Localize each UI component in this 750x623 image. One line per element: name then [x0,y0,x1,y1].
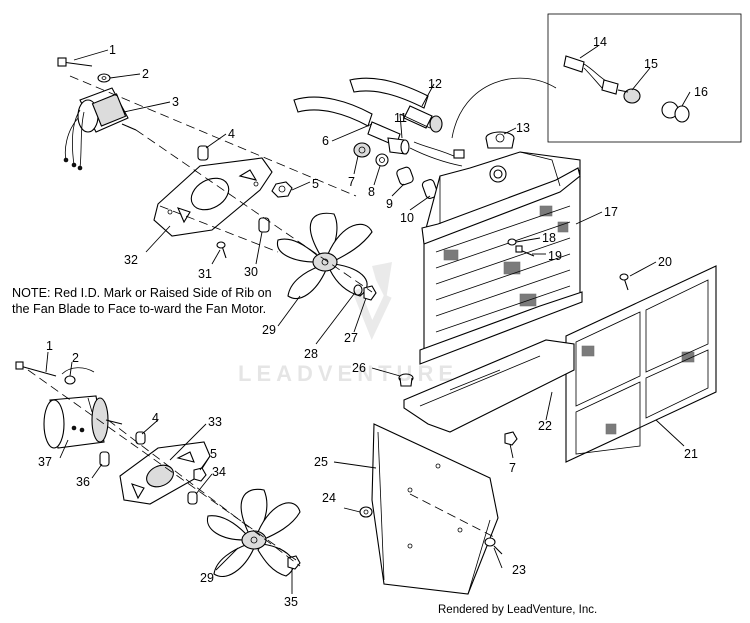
mount-plate-part-32 [153,157,273,237]
leader-lines [45,45,691,594]
callout-5: 5 [312,177,319,191]
spacer-part-4-lower [135,431,146,445]
callout-labels: 1 2 3 4 5 6 7 8 9 10 11 12 13 14 15 16 1… [38,35,708,609]
callout-5-lower: 5 [210,447,217,461]
callout-24: 24 [322,491,336,505]
clip-part-18 [507,238,517,246]
callout-26: 26 [352,361,366,375]
callout-7-lower: 7 [509,461,516,475]
nut-part-7-lower [504,431,518,446]
callout-29-upper: 29 [262,323,276,337]
callout-25: 25 [314,455,328,469]
spacer-part-4-upper [197,145,209,161]
note-text: NOTE: Red I.D. Mark or Raised Side of Ri… [12,286,272,316]
callout-31: 31 [198,267,212,281]
grommet-part-26 [398,373,414,387]
callout-36: 36 [76,475,90,489]
callout-34: 34 [212,465,226,479]
screw-part-20 [619,273,629,291]
watermark-text: LEADVENTURE [238,361,459,386]
hose-part-11 [293,77,429,127]
screw-part-23 [484,537,503,555]
bolt-part-1-lower [15,361,57,377]
credit-text: Rendered by LeadVenture, Inc. [438,604,598,616]
clip-part-19 [515,245,535,257]
spacer-part-36 [99,451,110,467]
fitting-part-12 [403,105,443,133]
callout-1: 1 [109,43,116,57]
callout-18: 18 [542,231,556,245]
fitting-part-11b [387,137,410,155]
callout-32: 32 [124,253,138,267]
spacer-part-34 [187,491,198,505]
sensor-part-15 [601,79,641,104]
callout-6: 6 [322,134,329,148]
sleeve-part-16 [661,101,690,123]
nut-part-5-upper [271,181,293,198]
fan-motor-part-37 [43,395,123,449]
callout-4-lower: 4 [152,411,159,425]
callout-17: 17 [604,205,618,219]
screen-part-21 [565,265,717,463]
fitting-part-9 [396,166,414,186]
callout-14: 14 [593,35,607,49]
callout-2-lower: 2 [72,351,79,365]
washer-part-28 [353,284,363,296]
callout-11: 11 [394,111,407,125]
grommet-part-24 [359,506,373,518]
callout-35: 35 [284,595,298,609]
screw-part-31 [216,241,227,259]
watermark-emblem [352,262,392,341]
callout-4: 4 [228,127,235,141]
washer-part-2-lower [61,367,95,385]
callout-1-lower: 1 [46,339,53,353]
callout-10: 10 [400,211,414,225]
nut-part-27 [363,285,377,301]
callout-15: 15 [644,57,658,71]
callout-30: 30 [244,265,258,279]
callout-12: 12 [428,77,442,91]
sensor-wires [409,77,557,167]
connector-part-14 [563,55,609,91]
callout-19: 19 [548,249,562,263]
callout-2: 2 [142,67,149,81]
callout-8: 8 [368,185,375,199]
washer-part-2-upper [97,73,111,83]
callout-20: 20 [658,255,672,269]
bolt-part-1-upper [57,57,93,67]
callout-33: 33 [208,415,222,429]
callout-28: 28 [304,347,318,361]
fan-motor-part-3-upper [63,87,137,171]
cap-part-13 [485,131,515,149]
callout-29-lower: 29 [200,571,214,585]
callout-13: 13 [516,121,530,135]
shroud-part-25 [371,423,499,595]
callout-23: 23 [512,563,526,577]
callout-37: 37 [38,455,52,469]
callout-21: 21 [684,447,698,461]
fitting-part-8 [375,153,389,167]
callout-3: 3 [172,95,179,109]
mount-plate-part-33 [119,441,211,505]
fan-blade-part-29-lower [206,488,301,577]
radiator-part-17 [419,151,583,365]
fitting-part-7 [353,142,371,158]
fitting-part-10 [421,179,439,199]
callout-7: 7 [348,175,355,189]
inset-box [547,13,742,143]
callout-9: 9 [386,197,393,211]
callout-16: 16 [694,85,708,99]
bracket-part-22 [403,339,575,433]
callout-22: 22 [538,419,552,433]
callout-27: 27 [344,331,358,345]
